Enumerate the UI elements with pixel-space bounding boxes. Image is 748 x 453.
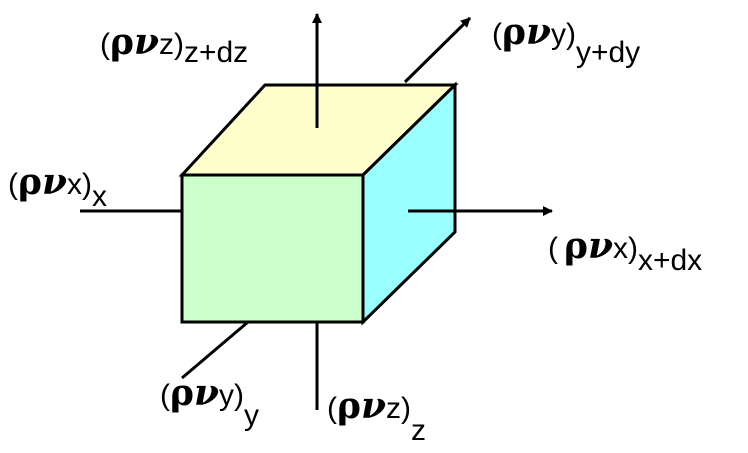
label-z-outflow: (ρνz)z+dz [100, 21, 248, 69]
label-z-inflow: (ρνz)z [327, 385, 426, 447]
y-outflow-arrow [403, 16, 472, 84]
label-y-outflow: (ρνy)y+dy [492, 11, 640, 69]
label-y-inflow: (ρνy)y [160, 372, 259, 432]
label-x-outflow: (ρνx)x+dx [548, 225, 702, 277]
cube-front-face [180, 173, 365, 324]
label-x-inflow: (ρνx)x [8, 161, 107, 213]
y-inflow-line [181, 320, 249, 380]
